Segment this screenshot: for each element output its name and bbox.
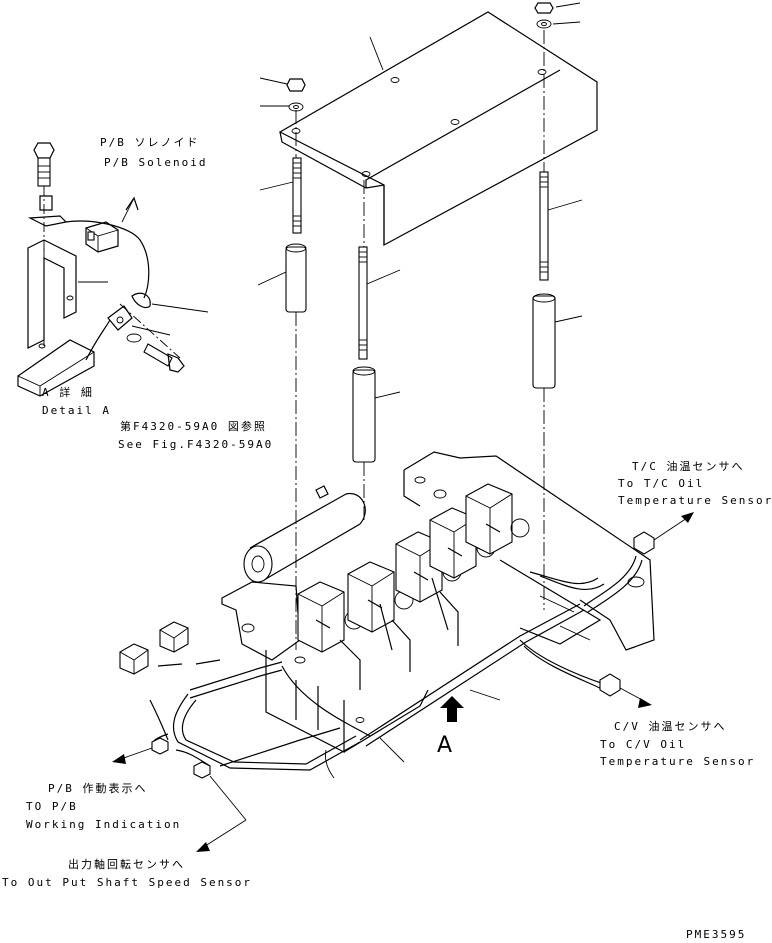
pb-solenoid-label-jp: P/B ソレノイド: [100, 136, 200, 149]
studs-and-spacers: [257, 30, 583, 650]
connectors: [119, 531, 655, 779]
valve-body-assembly: [221, 451, 655, 779]
tc-sensor-label-en1: To T/C Oil: [618, 477, 705, 490]
tc-sensor-label-jp: T/C 油温センサへ: [632, 460, 745, 473]
out-shaft-label-jp: 出力軸回転センサへ: [68, 858, 185, 871]
drawing-number: PME3595: [686, 928, 747, 941]
wire-harness: [149, 555, 643, 771]
see-fig-label-en: See Fig.F4320-59A0: [118, 438, 274, 451]
detail-a-title-en: Detail A: [42, 404, 111, 417]
see-fig-label-jp: 第F4320-59A0 図参照: [120, 420, 267, 433]
cover-plate: [278, 11, 598, 247]
cv-sensor-label-en1: To C/V Oil: [600, 738, 687, 751]
view-a-label: A: [437, 733, 453, 758]
pb-working-label-en2: Working Indication: [26, 818, 182, 831]
pb-working-label-jp: P/B 作動表示へ: [48, 782, 148, 795]
solenoid-valves: [297, 483, 530, 690]
leaders: [112, 512, 694, 852]
detail-a-title-jp: A 詳 細: [42, 386, 94, 399]
pb-working-label-en1: TO P/B: [26, 800, 78, 813]
detail-a-drawing: [17, 142, 209, 397]
tc-sensor-label-en2: Temperature Sensor: [618, 494, 772, 507]
cv-sensor-label-jp: C/V 油温センサへ: [614, 720, 727, 733]
view-a-arrow: [440, 696, 464, 722]
top-nuts: [259, 2, 581, 112]
cv-sensor-label-en2: Temperature Sensor: [600, 755, 756, 768]
pb-solenoid-label-en: P/B Solenoid: [104, 156, 208, 169]
out-shaft-label-en: To Out Put Shaft Speed Sensor: [2, 876, 253, 889]
